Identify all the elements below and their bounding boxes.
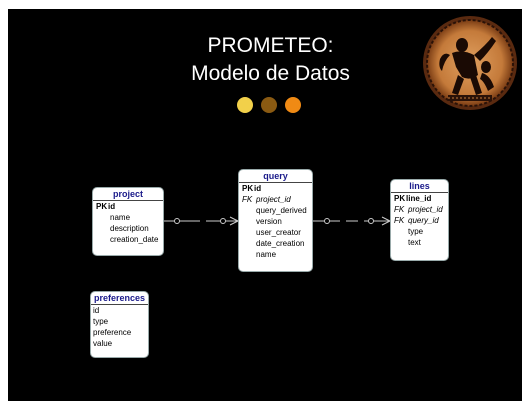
entity-lines-fk-row-1: FK project_id	[391, 204, 448, 215]
field-id: id	[93, 306, 100, 315]
field-type: type	[93, 317, 109, 326]
fk-label: FK	[394, 216, 405, 225]
pk-label: PK	[96, 202, 108, 211]
fk-field: query_id	[408, 216, 439, 225]
field-type: type	[408, 227, 424, 236]
field-value: value	[93, 339, 113, 348]
field-name: name	[256, 250, 277, 259]
yellow-dot	[237, 97, 253, 113]
pk-field: line_id	[406, 194, 432, 203]
fk-label: FK	[242, 195, 253, 204]
slide: PROMETEO: Modelo de Datos	[8, 9, 522, 401]
entity-project-title: project	[93, 188, 163, 201]
field-date-creation: date_creation	[256, 239, 305, 248]
pk-label: PK	[394, 194, 406, 203]
entity-query[interactable]: query PK id FK project_id query_derived …	[238, 169, 313, 272]
field-name: name	[110, 213, 131, 222]
entity-lines-title: lines	[391, 180, 448, 193]
field-user-creator: user_creator	[256, 228, 301, 237]
fk-label: FK	[394, 205, 405, 214]
greek-pottery-plate-icon	[423, 16, 517, 110]
orange-dot	[285, 97, 301, 113]
entity-lines-pk-row: PK line_id	[391, 193, 448, 204]
brown-dot	[261, 97, 277, 113]
field-version: version	[256, 217, 282, 226]
field-text: text	[408, 238, 421, 247]
entity-query-fk-row: FK project_id	[239, 194, 312, 205]
fk-field: project_id	[256, 195, 291, 204]
pk-label: PK	[242, 184, 254, 193]
relation-project-query	[162, 216, 239, 226]
entity-project[interactable]: project PK id name description creation_…	[92, 187, 164, 256]
field-query-derived: query_derived	[256, 206, 307, 215]
pk-field: id	[108, 202, 116, 211]
entity-lines-fk-row-2: FK query_id	[391, 215, 448, 226]
entity-lines[interactable]: lines PK line_id FK project_id FK query_…	[390, 179, 449, 261]
entity-query-pk-row: PK id	[239, 183, 312, 194]
field-description: description	[110, 224, 149, 233]
pk-field: id	[254, 184, 262, 193]
entity-query-title: query	[239, 170, 312, 183]
slide-title-line2: Modelo de Datos	[191, 62, 350, 85]
relationship-layer	[162, 216, 391, 226]
field-creation-date: creation_date	[110, 235, 159, 244]
fk-field: project_id	[408, 205, 443, 214]
entity-preferences[interactable]: preferences id type preference value	[90, 291, 149, 358]
field-preference: preference	[93, 328, 132, 337]
entity-preferences-title: preferences	[91, 292, 148, 305]
relation-query-lines	[311, 216, 391, 226]
slide-title-line1: PROMETEO:	[207, 34, 334, 57]
entity-project-pk-row: PK id	[93, 201, 163, 212]
